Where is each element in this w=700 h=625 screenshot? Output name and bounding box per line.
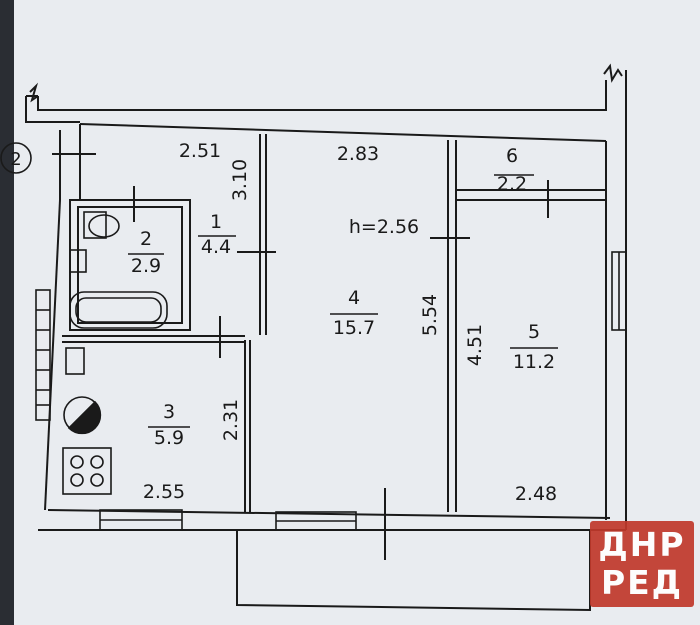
fraction-lines: [128, 174, 558, 428]
interior-walls: [62, 134, 606, 512]
dim-room5-bottom: 2.48: [515, 483, 557, 505]
stove-icon: [62, 447, 112, 495]
room-1-area: 4.4: [201, 236, 231, 258]
sink-icon: [69, 249, 87, 273]
dim-room4-side: 5.54: [419, 294, 441, 336]
room-2-area: 2.9: [131, 255, 161, 277]
watermark-line-1: ДНР: [598, 525, 686, 564]
dim-kitchen-bottom: 2.55: [143, 481, 185, 503]
kitchen-sink-icon: [65, 347, 85, 375]
dim-room5-side: 4.51: [464, 324, 486, 366]
dim-hall-top: 2.51: [179, 140, 221, 162]
room-2-number: 2: [140, 228, 152, 250]
toilet-icon: [88, 214, 120, 238]
room-6-number: 6: [506, 145, 518, 167]
watermark-line-2: РЕД: [600, 563, 684, 602]
room-5-area: 11.2: [513, 351, 555, 373]
room-4-number: 4: [348, 287, 360, 309]
room-3-number: 3: [163, 401, 175, 423]
room-3-area: 5.9: [154, 427, 184, 449]
fixtures: [62, 211, 168, 495]
room-6-area: 2.2: [497, 173, 527, 195]
bathtub-icon: [69, 291, 168, 329]
axis-marker: 2: [0, 142, 32, 174]
axis-circle: [0, 142, 32, 174]
room-1-number: 1: [210, 211, 222, 233]
room-4-area: 15.7: [333, 317, 375, 339]
windows: [35, 251, 627, 531]
scan-edge: [0, 0, 14, 625]
watermark-logo: ДНР РЕД: [590, 521, 694, 607]
door-ticks: [52, 153, 549, 560]
ceiling-height-note: h=2.56: [349, 216, 419, 238]
axis-label: 2: [10, 149, 21, 170]
room-5-number: 5: [528, 321, 540, 343]
dim-kitchen-side: 2.31: [220, 399, 242, 441]
toilet-tank: [83, 211, 107, 239]
dim-room4-top: 2.83: [337, 143, 379, 165]
dim-hall-side: 3.10: [229, 159, 251, 201]
